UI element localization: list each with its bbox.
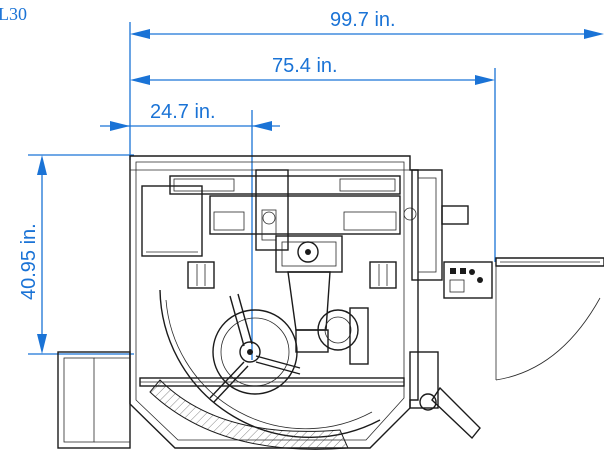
left-chute [57, 351, 131, 449]
overall-length-label: 99.7 in. [330, 9, 396, 31]
spindle-head [275, 235, 343, 353]
body-length-label: 75.4 in. [272, 55, 338, 77]
dimension-body-length: 75.4 in. [130, 55, 496, 262]
dimension-overall-length: 99.7 in. [129, 9, 604, 160]
tool-window-left [187, 261, 215, 289]
front-rail [139, 377, 405, 387]
door-swing [495, 257, 604, 381]
tool-window-right [369, 261, 397, 289]
control-panel [443, 261, 493, 299]
dimension-center-offset: 24.7 in. [100, 101, 280, 360]
rotary-table [149, 289, 381, 450]
drawing-label: L30 [0, 4, 27, 24]
left-cabinet [141, 185, 203, 257]
right-lower-unit [409, 351, 481, 440]
dimension-depth: 40.95 in. [18, 154, 134, 355]
top-carriage [169, 169, 417, 251]
right-control-column [411, 169, 469, 281]
center-offset-label: 24.7 in. [150, 101, 216, 123]
depth-label: 40.95 in. [18, 223, 40, 300]
work-fixture [317, 307, 369, 365]
